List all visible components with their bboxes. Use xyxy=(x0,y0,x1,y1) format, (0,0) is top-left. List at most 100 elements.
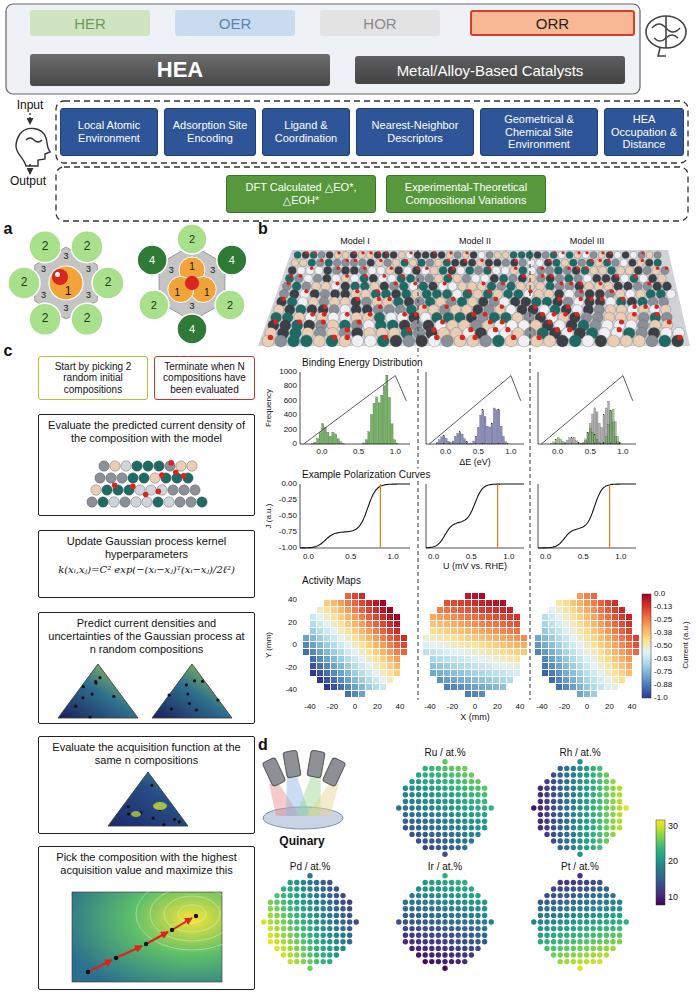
slab-atom xyxy=(583,274,592,283)
composition-dot xyxy=(436,779,441,784)
composition-dot xyxy=(321,900,326,905)
map-pixel xyxy=(373,663,379,669)
map-pixel xyxy=(387,656,393,662)
oxygen-atom xyxy=(589,297,593,301)
composition-dot xyxy=(475,933,480,938)
oxygen-atom xyxy=(377,297,381,301)
histogram-bar xyxy=(484,417,486,445)
map-pixel xyxy=(591,614,597,620)
histogram-bar xyxy=(603,415,605,444)
histogram-bar xyxy=(466,441,468,444)
histogram-bar xyxy=(589,428,591,444)
map-pixel xyxy=(423,635,429,641)
histogram-bar xyxy=(557,438,559,445)
composition-dot xyxy=(577,913,582,918)
composition-dot xyxy=(409,926,414,931)
composition-dot xyxy=(340,946,345,951)
map-pixel xyxy=(387,642,393,648)
composition-dot xyxy=(456,792,461,797)
composition-dot xyxy=(577,906,582,911)
composition-dot xyxy=(469,933,474,938)
composition-dot xyxy=(544,919,549,924)
composition-dot xyxy=(544,913,549,918)
composition-dot xyxy=(268,900,273,905)
map-pixel xyxy=(549,607,555,613)
map-pixel xyxy=(500,677,506,683)
map-pixel xyxy=(444,649,450,655)
map-pixel xyxy=(619,670,625,676)
composition-dot xyxy=(597,779,602,784)
map-pixel xyxy=(500,614,506,620)
map-pixel xyxy=(437,663,443,669)
composition-dot xyxy=(429,766,434,771)
composition-dot xyxy=(591,786,596,791)
map-pixel xyxy=(331,607,337,613)
oxygen-atom xyxy=(378,304,383,309)
composition-dot xyxy=(469,792,474,797)
slab-atom xyxy=(262,335,274,347)
composition-dot xyxy=(416,933,421,938)
composition-dot xyxy=(347,926,352,931)
slab-atom xyxy=(492,335,504,347)
composition-dot xyxy=(456,900,461,905)
composition-dot xyxy=(423,886,428,891)
composition-dot xyxy=(558,939,563,944)
composition-dot xyxy=(584,772,589,777)
composition-dot xyxy=(551,812,556,817)
composition-dot xyxy=(442,825,447,830)
slab-atom xyxy=(544,335,556,347)
composition-dot xyxy=(597,926,602,931)
composition-dot xyxy=(449,792,454,797)
composition-dot xyxy=(436,832,441,837)
composition-dot xyxy=(456,919,461,924)
composition-dot xyxy=(571,845,576,850)
composition-dot xyxy=(558,838,563,843)
slab-atom xyxy=(565,274,574,283)
colorbar xyxy=(642,594,651,698)
composition-dot xyxy=(416,819,421,824)
map-pixel xyxy=(556,635,562,641)
oxygen-atom xyxy=(561,251,564,254)
composition-dot xyxy=(571,792,576,797)
map-pixel xyxy=(465,684,471,690)
oxygen-atom xyxy=(471,312,476,317)
composition-dot xyxy=(531,805,536,810)
map-pixel xyxy=(598,656,604,662)
map-pixel xyxy=(359,691,365,697)
composition-dot xyxy=(531,919,536,924)
map-pixel xyxy=(556,670,562,676)
composition-dot xyxy=(469,900,474,905)
map-pixel xyxy=(612,635,618,641)
composition-dot xyxy=(544,786,549,791)
composition-dot xyxy=(327,893,332,898)
map-pixel xyxy=(612,621,618,627)
composition-dot xyxy=(409,786,414,791)
composition-dot xyxy=(429,939,434,944)
map-pixel xyxy=(549,628,555,634)
composition-dot xyxy=(475,913,480,918)
map-pixel xyxy=(338,614,344,620)
map-pixel xyxy=(577,691,583,697)
composition-dot xyxy=(584,819,589,824)
oxygen-atom xyxy=(480,259,483,262)
map-pixel xyxy=(619,663,625,669)
composition-dot xyxy=(327,880,332,885)
composition-dot xyxy=(591,880,596,885)
composition-dot xyxy=(294,919,299,924)
map-pixel xyxy=(401,635,407,641)
composition-dot xyxy=(301,926,306,931)
map-pixel xyxy=(472,600,478,606)
map-pixel xyxy=(387,649,393,655)
composition-dot xyxy=(327,959,332,964)
slab-atom xyxy=(646,335,658,347)
map-pixel xyxy=(324,607,330,613)
composition-dot xyxy=(456,880,461,885)
composition-dot xyxy=(416,838,421,843)
composition-dot xyxy=(442,886,447,891)
oxygen-atom xyxy=(615,274,619,278)
map-pixel xyxy=(486,614,492,620)
slab-atom xyxy=(590,267,598,275)
oxygen-atom xyxy=(345,274,349,278)
composition-dot xyxy=(429,786,434,791)
slab-atom xyxy=(602,274,611,283)
